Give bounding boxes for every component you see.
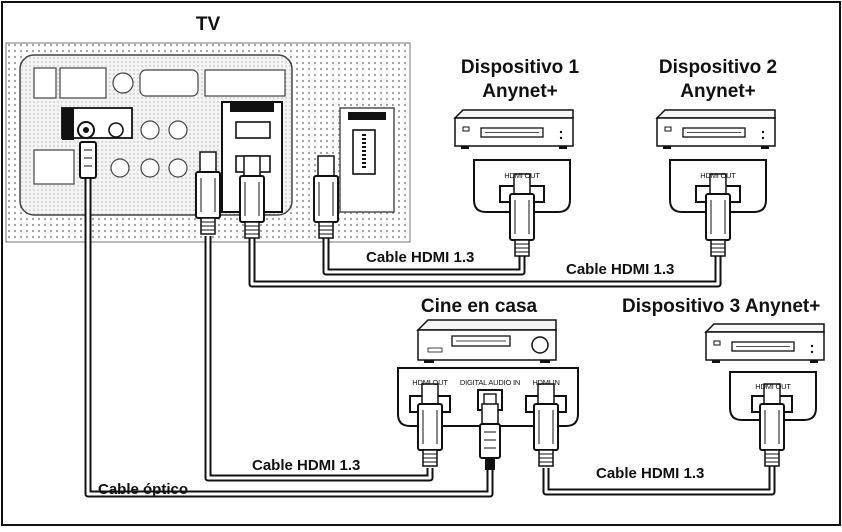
home-theater-label: Cine en casa [420, 296, 538, 317]
device2-hdmi-out-label: HDMI OUT [700, 171, 736, 180]
device3-player-icon [705, 323, 825, 364]
hometheater-digital-audio-in-label: DIGITAL AUDIO IN [459, 378, 521, 387]
cable-device1-line [322, 238, 526, 276]
tv-title: TV [195, 14, 221, 35]
device1-label-line2: Anynet+ [482, 81, 558, 102]
cable-hometheater-out-line [204, 236, 434, 482]
device2-label-line1: Dispositivo 2 [658, 57, 778, 78]
device1-player-icon [454, 109, 574, 150]
cable-device3-line [542, 466, 776, 496]
home-theater-receiver-icon [416, 319, 557, 363]
device2-player-icon [656, 109, 776, 150]
cable-hdmi-label-device1: Cable HDMI 1.3 [366, 249, 475, 266]
device1-label-line1: Dispositivo 1 [460, 57, 580, 78]
cable-optical-label: Cable óptico [98, 481, 189, 498]
cable-optical-line [84, 178, 494, 498]
hometheater-hdmi-out-label: HDMI OUT [412, 378, 448, 387]
device3-hdmi-out-label: HDMI OUT [755, 382, 791, 391]
cable-hdmi-label-device2: Cable HDMI 1.3 [566, 261, 675, 278]
cables [84, 178, 776, 498]
cable-hdmi-label-device3: Cable HDMI 1.3 [596, 465, 705, 482]
device2-label-line2: Anynet+ [680, 81, 756, 102]
cable-device2-line [248, 238, 722, 288]
device3-label: Dispositivo 3 Anynet+ [622, 296, 821, 317]
hometheater-hdmi-in-label: HDMI IN [532, 378, 560, 387]
optical-plug-tv [79, 141, 97, 179]
device1-hdmi-out-label: HDMI OUT [504, 171, 540, 180]
cable-hdmi-label-hometheater: Cable HDMI 1.3 [252, 457, 361, 474]
optical-plug-hometheater [479, 403, 501, 470]
